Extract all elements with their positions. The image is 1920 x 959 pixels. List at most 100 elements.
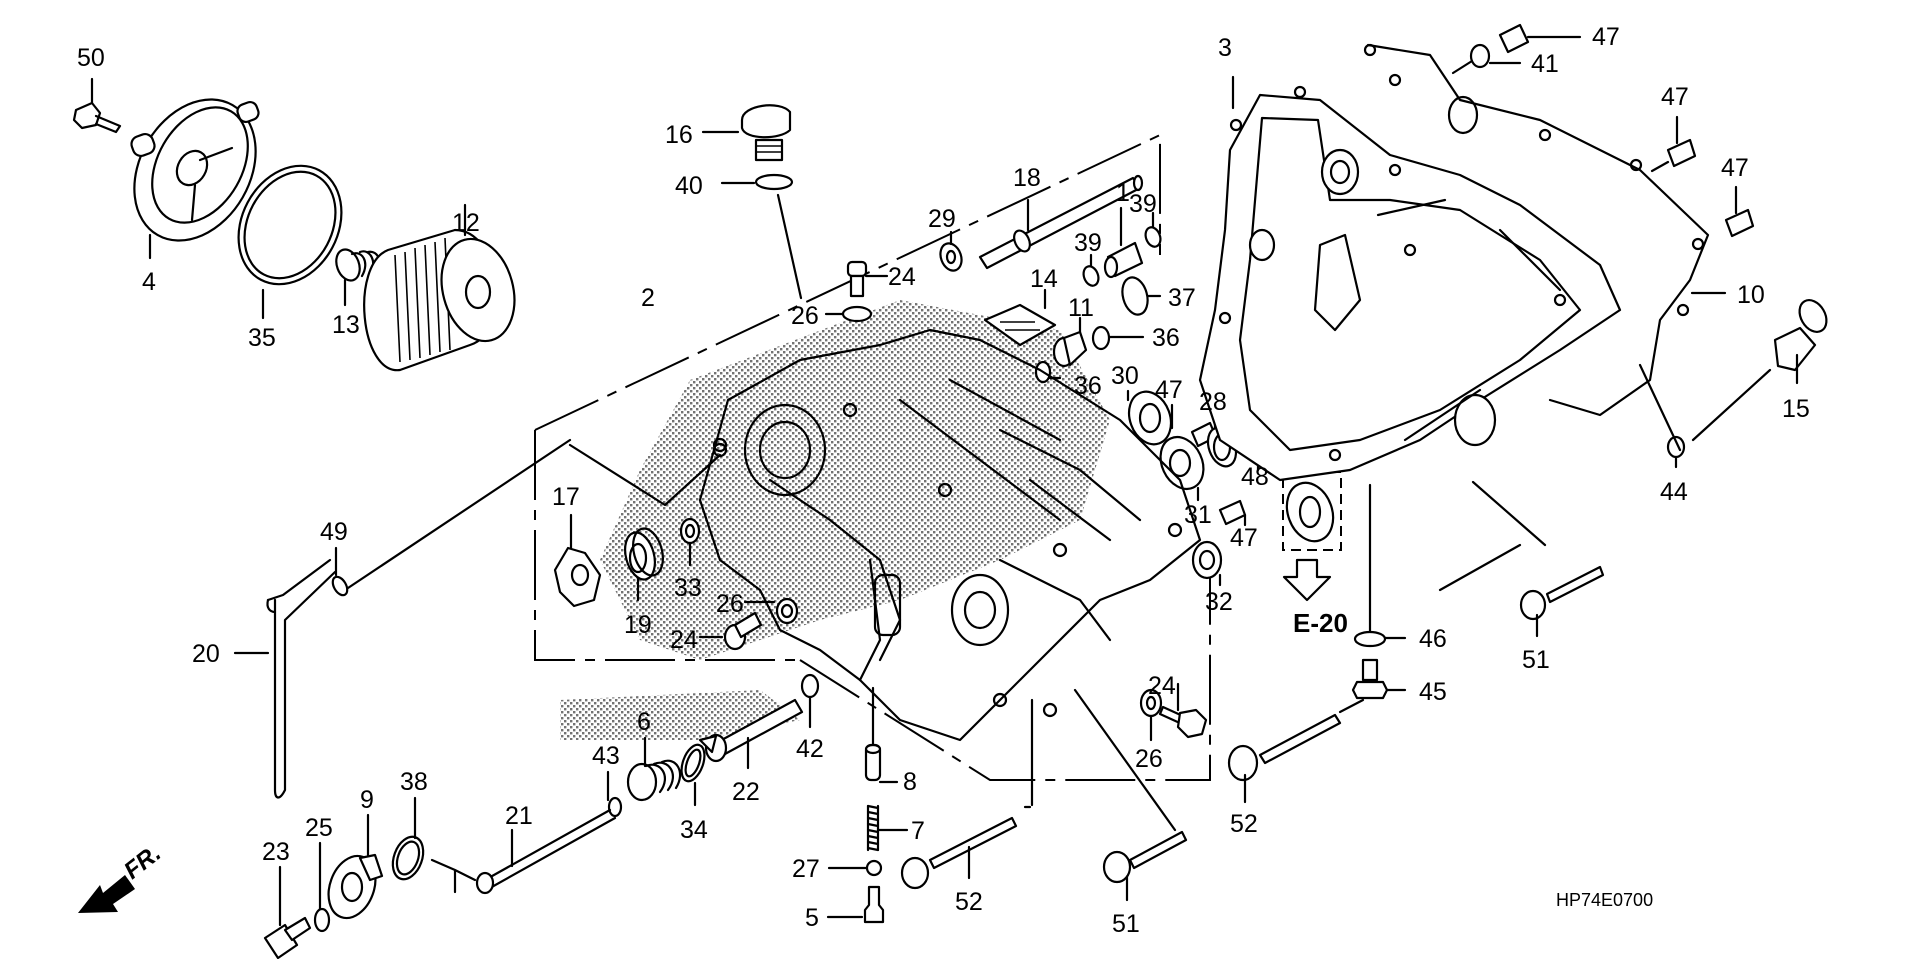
- callout-47-low[interactable]: 47: [1230, 524, 1258, 552]
- callout-3[interactable]: 3: [1218, 34, 1232, 62]
- callout-42[interactable]: 42: [796, 735, 824, 763]
- callout-15[interactable]: 15: [1782, 395, 1810, 423]
- part-33-washer: [679, 517, 701, 567]
- part-37-o-ring: [1121, 276, 1162, 316]
- callout-38[interactable]: 38: [400, 768, 428, 796]
- part-24-bolt-right: [1158, 682, 1208, 739]
- callout-40[interactable]: 40: [675, 172, 703, 200]
- part-49-clamp: [331, 438, 572, 597]
- callout-19[interactable]: 19: [624, 611, 652, 639]
- callout-28[interactable]: 28: [1199, 388, 1227, 416]
- part-10-gasket: [1363, 43, 1727, 417]
- part-47-dowel-top: [1498, 23, 1582, 54]
- callout-13[interactable]: 13: [332, 311, 360, 339]
- callout-7[interactable]: 7: [911, 817, 925, 845]
- callout-36-upper[interactable]: 36: [1152, 324, 1180, 352]
- callout-21[interactable]: 21: [505, 802, 533, 830]
- callout-47-mid[interactable]: 47: [1155, 376, 1183, 404]
- part-19-seal: [624, 527, 664, 602]
- part-18-shaft: [978, 174, 1144, 270]
- part-1-dowel: [1103, 206, 1144, 279]
- e20-reference-seal: [1282, 471, 1342, 602]
- part-16-filler-plug: [701, 104, 792, 162]
- callout-29[interactable]: 29: [928, 205, 956, 233]
- callout-52-right[interactable]: 52: [1230, 810, 1258, 838]
- callout-25[interactable]: 25: [305, 814, 333, 842]
- part-36-seal-upper: [1091, 325, 1145, 351]
- part-5-bolt: [826, 885, 885, 924]
- callout-26-top[interactable]: 26: [791, 302, 819, 330]
- callout-24-top[interactable]: 24: [888, 263, 916, 291]
- callout-49[interactable]: 49: [320, 518, 348, 546]
- part-26-washer-top: [824, 305, 873, 323]
- part-15-dipstick: [1691, 299, 1828, 442]
- callout-51-right[interactable]: 51: [1522, 646, 1550, 674]
- front-arrow-icon: [78, 875, 135, 913]
- callout-34[interactable]: 34: [680, 816, 708, 844]
- callout-32[interactable]: 32: [1205, 588, 1233, 616]
- part-7-spring: [866, 804, 909, 852]
- callout-6[interactable]: 6: [637, 708, 651, 736]
- part-50-bolt: [72, 77, 122, 134]
- callout-30[interactable]: 30: [1111, 362, 1139, 390]
- callout-41[interactable]: 41: [1531, 50, 1559, 78]
- part-21-rod: [430, 808, 617, 895]
- callout-39-upper[interactable]: 39: [1129, 190, 1157, 218]
- callout-36-lower[interactable]: 36: [1074, 372, 1102, 400]
- callout-8[interactable]: 8: [903, 768, 917, 796]
- callout-45[interactable]: 45: [1419, 678, 1447, 706]
- part-24-bolt-left: [698, 611, 763, 651]
- callout-17[interactable]: 17: [552, 483, 580, 511]
- callout-1[interactable]: 1: [1116, 179, 1130, 207]
- part-43-washer: [606, 770, 623, 818]
- callout-20[interactable]: 20: [192, 640, 220, 668]
- callout-26-left[interactable]: 26: [716, 590, 744, 618]
- cross-reference-label[interactable]: E-20: [1293, 608, 1348, 638]
- part-20-hose: [233, 558, 337, 799]
- callout-26-right[interactable]: 26: [1135, 745, 1163, 773]
- part-47-dowel-right-b: [1724, 185, 1755, 238]
- callout-47-right-a[interactable]: 47: [1661, 83, 1689, 111]
- callout-16[interactable]: 16: [665, 121, 693, 149]
- callout-2[interactable]: 2: [641, 284, 655, 312]
- callout-35[interactable]: 35: [248, 324, 276, 352]
- callout-37[interactable]: 37: [1168, 284, 1196, 312]
- callout-46[interactable]: 46: [1419, 625, 1447, 653]
- callout-31[interactable]: 31: [1184, 501, 1212, 529]
- callout-43[interactable]: 43: [592, 742, 620, 770]
- callout-11[interactable]: 11: [1068, 294, 1094, 322]
- callout-23[interactable]: 23: [262, 838, 290, 866]
- part-41-washer: [1451, 43, 1522, 75]
- callout-47-right-b[interactable]: 47: [1721, 154, 1749, 182]
- part-23-sensor: [263, 865, 312, 959]
- front-direction-marker: FR.: [78, 840, 166, 913]
- callout-27[interactable]: 27: [792, 855, 820, 883]
- part-25-washer: [313, 841, 331, 933]
- callout-18[interactable]: 18: [1013, 164, 1041, 192]
- part-46-washer: [1353, 483, 1407, 648]
- callout-10[interactable]: 10: [1737, 281, 1765, 309]
- callout-24-left[interactable]: 24: [670, 626, 698, 654]
- callout-39-lower[interactable]: 39: [1074, 229, 1102, 257]
- case-shading: [560, 300, 1110, 740]
- callout-14[interactable]: 14: [1030, 265, 1058, 293]
- part-3-rear-case-cover: [1198, 75, 1622, 482]
- callout-4[interactable]: 4: [142, 268, 156, 296]
- callout-5[interactable]: 5: [805, 904, 819, 932]
- part-29-washer: [939, 230, 963, 272]
- callout-44[interactable]: 44: [1660, 478, 1688, 506]
- callout-12[interactable]: 12: [452, 209, 480, 237]
- callout-24-right[interactable]: 24: [1148, 672, 1176, 700]
- callout-52-bottom[interactable]: 52: [955, 888, 983, 916]
- callout-33[interactable]: 33: [674, 574, 702, 602]
- callout-51-bottom[interactable]: 51: [1112, 910, 1140, 938]
- callout-50[interactable]: 50: [77, 44, 105, 72]
- part-35-o-ring: [237, 164, 343, 320]
- part-51-bolt-right: [1438, 480, 1605, 638]
- callout-22[interactable]: 22: [732, 778, 760, 806]
- callout-9[interactable]: 9: [360, 786, 374, 814]
- callout-47-top[interactable]: 47: [1592, 23, 1620, 51]
- part-30-bearing: [1126, 389, 1173, 446]
- callout-48[interactable]: 48: [1241, 463, 1269, 491]
